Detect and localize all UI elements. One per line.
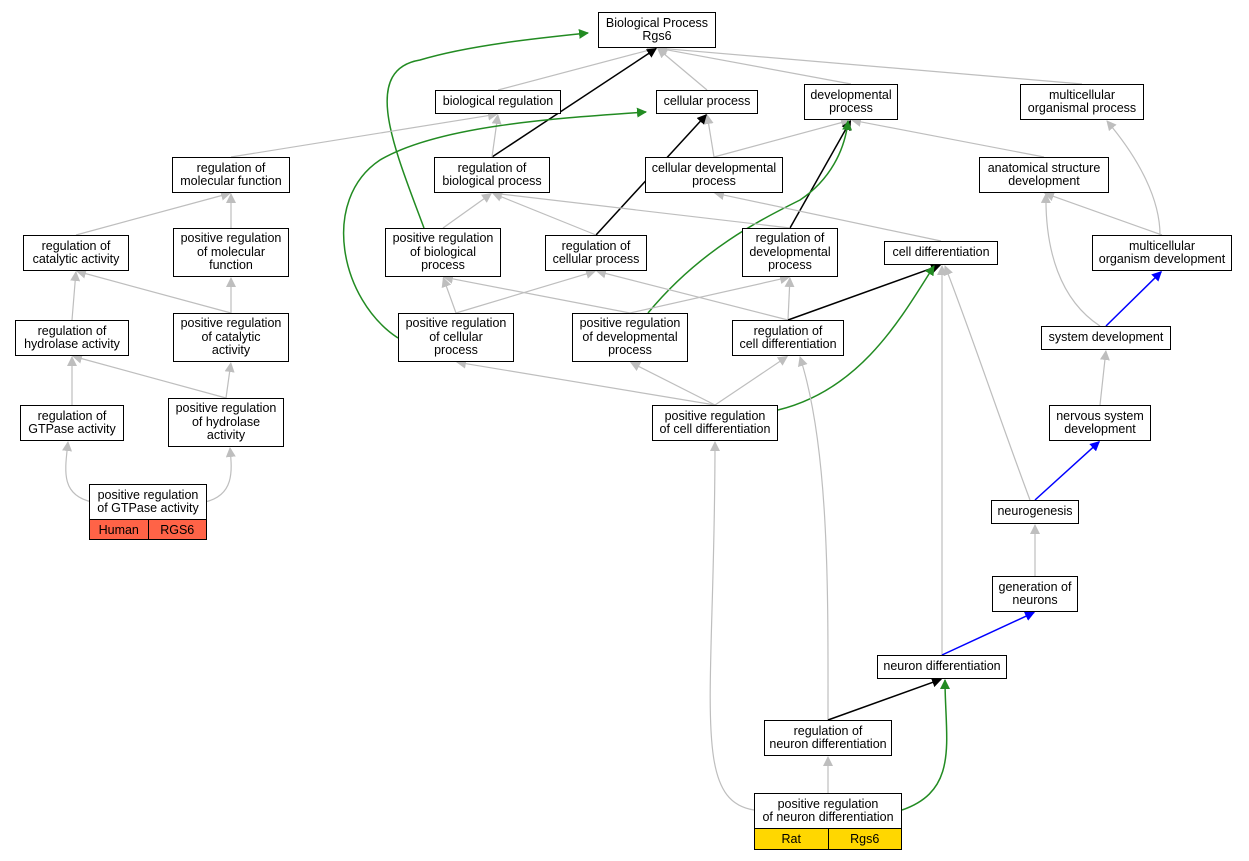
edge-cellproc-is-a-bp (657, 48, 708, 91)
edge-regcelldiff-is-a-regcell (596, 268, 789, 321)
edge-mod-is-a-mop (1106, 120, 1161, 236)
node-positive-regulation-of-gtpase-activity[interactable]: positive regulation of GTPase activity (89, 484, 207, 520)
node-positive-regulation-of-neuron-differentiation[interactable]: positive regulation of neuron differenti… (754, 793, 902, 829)
node-developmental-process[interactable]: developmental process (804, 84, 898, 120)
node-multicellular-organism-development[interactable]: multicellular organism development (1092, 235, 1232, 271)
node-regulation-of-hydrolase-activity[interactable]: regulation of hydrolase activity (15, 320, 129, 356)
edge-mod-is-a-anat (1043, 191, 1163, 236)
edge-neurogen-part-of-nsdev (1034, 440, 1101, 501)
edge-posregdev-is-a-posregbio (443, 273, 631, 314)
node-cellular-process[interactable]: cellular process (656, 90, 758, 114)
node-biological-process-rgs6[interactable]: Biological Process Rgs6 (598, 12, 716, 48)
edge-regdev-regulates-devproc (789, 120, 852, 229)
annotation-tags-human: Human RGS6 (89, 519, 207, 540)
edge-posregcell-positively-regulates-cellproc (342, 107, 647, 339)
edge-posregneurdiff-positively-regulates-neurdiff (901, 679, 951, 811)
edge-breg-is-a-bp (497, 45, 657, 91)
edge-posreghyd-is-a-reghyd (72, 353, 227, 399)
node-regulation-of-biological-process[interactable]: regulation of biological process (434, 157, 550, 193)
edge-sysdev-is-a-anat (1040, 193, 1101, 327)
edge-posregcelldiff-is-a-posregdev (629, 361, 716, 406)
node-regulation-of-cellular-process[interactable]: regulation of cellular process (545, 235, 647, 271)
edge-nsdev-is-a-sysdev (1099, 349, 1110, 406)
edge-regdev-is-a-regbio (491, 189, 791, 229)
node-neurogenesis[interactable]: neurogenesis (991, 500, 1079, 524)
edge-reghyd-is-a-regcat (70, 271, 81, 321)
node-biological-regulation[interactable]: biological regulation (435, 90, 561, 114)
edge-posreggtp-is-a-reggtp (62, 441, 93, 503)
edge-regbio-regulates-bp (491, 47, 658, 158)
edge-posreggtp-is-a-posreghyd (204, 447, 236, 503)
node-regulation-of-cell-differentiation[interactable]: regulation of cell differentiation (732, 320, 844, 356)
edge-regcat-is-a-regmol (75, 190, 232, 236)
edge-regbio-is-a-breg (491, 113, 502, 158)
node-positive-regulation-of-catalytic-activity[interactable]: positive regulation of catalytic activit… (173, 313, 289, 362)
edge-regneurdiff-is-a-regcelldiff (797, 356, 829, 721)
edge-regmol-is-a-breg (230, 110, 499, 158)
node-positive-regulation-of-cellular-process[interactable]: positive regulation of cellular process (398, 313, 514, 362)
edge-posregcelldiff-is-a-regcelldiff (714, 355, 789, 406)
tag-species: Rat (754, 828, 829, 850)
edge-neurdiff-part-of-genneur (941, 611, 1035, 656)
node-system-development[interactable]: system development (1041, 326, 1171, 350)
edge-posregcat-is-a-regcat (76, 268, 232, 314)
edge-posregcell-is-a-regcell (455, 269, 596, 314)
annotation-tags-rat: Rat Rgs6 (754, 828, 902, 850)
edge-posregcelldiff-positively-regulates-celldiff (777, 265, 935, 411)
edge-posregbio-positively-regulates-bp (386, 28, 589, 229)
edge-neurogen-is-a-celldiff (943, 265, 1031, 501)
edge-posregcelldiff-is-a-posregcell (456, 358, 716, 406)
edge-posregbio-is-a-regbio (442, 192, 492, 229)
node-nervous-system-development[interactable]: nervous system development (1049, 405, 1151, 441)
node-multicellular-organismal-process[interactable]: multicellular organismal process (1020, 84, 1144, 120)
node-regulation-of-molecular-function[interactable]: regulation of molecular function (172, 157, 290, 193)
edge-layer (62, 28, 1163, 811)
edge-sysdev-part-of-mod (1105, 271, 1163, 327)
node-positive-regulation-of-molecular-function[interactable]: positive regulation of molecular functio… (173, 228, 289, 277)
tag-species: Human (89, 519, 149, 540)
node-regulation-of-neuron-differentiation[interactable]: regulation of neuron differentiation (764, 720, 892, 756)
node-positive-regulation-of-biological-process[interactable]: positive regulation of biological proces… (385, 228, 501, 277)
edge-regcell-is-a-regbio (491, 192, 597, 236)
edge-posregdev-is-a-regdev (629, 274, 790, 314)
node-regulation-of-developmental-process[interactable]: regulation of developmental process (742, 228, 838, 277)
tag-gene: Rgs6 (828, 828, 902, 850)
edge-celldev-is-a-cellproc (703, 113, 715, 158)
node-generation-of-neurons[interactable]: generation of neurons (992, 576, 1078, 612)
edge-posreghyd-is-a-posregcat (224, 361, 235, 399)
edge-regcelldiff-regulates-celldiff (787, 263, 942, 321)
edge-posregneurdiff-is-a-posregcelldiff (709, 441, 755, 811)
edge-celldev-is-a-devproc (713, 117, 852, 158)
edge-regcelldiff-is-a-regdev (784, 277, 795, 321)
node-positive-regulation-of-hydrolase-activity[interactable]: positive regulation of hydrolase activit… (168, 398, 284, 447)
node-regulation-of-catalytic-activity[interactable]: regulation of catalytic activity (23, 235, 129, 271)
node-neuron-differentiation[interactable]: neuron differentiation (877, 655, 1007, 679)
edge-anat-is-a-devproc (850, 116, 1045, 158)
edge-devproc-is-a-bp (656, 44, 852, 85)
edge-mop-is-a-bp (656, 43, 1083, 85)
node-cell-differentiation[interactable]: cell differentiation (884, 241, 998, 265)
edge-celldiff-is-a-celldev (713, 190, 942, 242)
edge-posregdev-positively-regulates-devproc (647, 120, 853, 314)
node-cellular-developmental-process[interactable]: cellular developmental process (645, 157, 783, 193)
node-positive-regulation-of-developmental-process[interactable]: positive regulation of developmental pro… (572, 313, 688, 362)
node-regulation-of-gtpase-activity[interactable]: regulation of GTPase activity (20, 405, 124, 441)
tag-gene: RGS6 (148, 519, 207, 540)
node-anatomical-structure-development[interactable]: anatomical structure development (979, 157, 1109, 193)
edge-regneurdiff-regulates-neurdiff (827, 677, 942, 721)
node-positive-regulation-of-cell-differentiation[interactable]: positive regulation of cell differentiat… (652, 405, 778, 441)
